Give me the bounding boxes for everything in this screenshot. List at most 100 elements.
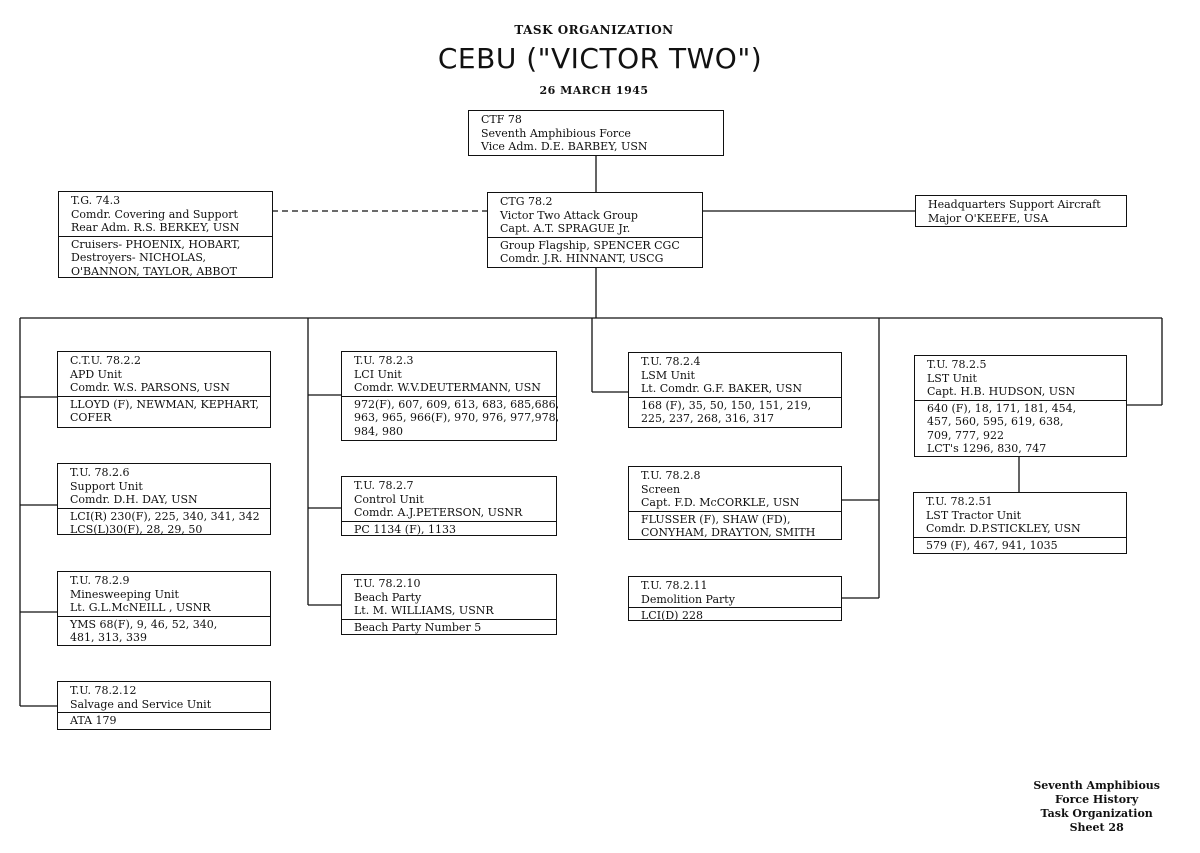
ships-line: 168 (F), 35, 50, 150, 151, 219, — [641, 398, 812, 412]
header-line: Capt. H.B. HUDSON, USN — [927, 385, 1076, 398]
header-line: Vice Adm. D.E. BARBEY, USN — [481, 140, 648, 153]
footer-line: Sheet 28 — [1069, 821, 1124, 834]
header-line: Seventh Amphibious Force — [481, 126, 631, 140]
page-title: CEBU ("VICTOR TWO") — [437, 42, 763, 75]
header-line: Minesweeping Unit — [70, 587, 179, 601]
header-line: T.U. 78.2.12 — [70, 684, 137, 697]
sheet-footer: Seventh Amphibious Force History Task Or… — [1033, 779, 1160, 835]
footer-line: Force History — [1055, 793, 1139, 806]
ships-line: CONYHAM, DRAYTON, SMITH — [641, 526, 816, 539]
ships-line: LCI(R) 230(F), 225, 340, 341, 342 — [70, 509, 260, 523]
task-organization-label: TASK ORGANIZATION — [514, 23, 674, 37]
unit-ships: Beach Party Number 5 — [342, 618, 556, 637]
header-line: Comdr. A.J.PETERSON, USNR — [354, 506, 523, 519]
footer-line: Seventh Amphibious — [1033, 779, 1160, 792]
header-line: C.T.U. 78.2.2 — [70, 354, 141, 367]
ships-line: O'BANNON, TAYLOR, ABBOT — [71, 264, 238, 278]
unit-ships: LLOYD (F), NEWMAN, KEPHART,COFER — [58, 395, 270, 427]
header-line: Salvage and Service Unit — [70, 697, 212, 711]
ships-line: PC 1134 (F), 1133 — [354, 522, 457, 536]
ships-line: 225, 237, 268, 316, 317 — [641, 412, 774, 425]
header-line: Lt. Comdr. G.F. BAKER, USN — [641, 382, 803, 395]
header-line: T.U. 78.2.8 — [641, 469, 701, 482]
ships-line: Group Flagship, SPENCER CGC — [500, 238, 680, 252]
header-line: Capt. F.D. McCORKLE, USN — [641, 496, 800, 509]
unit-ships: 972(F), 607, 609, 613, 683, 685,686,963,… — [342, 395, 560, 441]
header-line: Capt. A.T. SPRAGUE Jr. — [500, 222, 631, 235]
unit-ships: YMS 68(F), 9, 46, 52, 340,481, 313, 339 — [58, 615, 270, 647]
header-line: Rear Adm. R.S. BERKEY, USN — [71, 221, 240, 234]
header-line: Comdr. Covering and Support — [71, 207, 238, 221]
header-line: T.U. 78.2.9 — [70, 574, 130, 587]
ships-line: COFER — [70, 411, 112, 424]
date-label: 26 MARCH 1945 — [539, 84, 649, 97]
ships-line: LLOYD (F), NEWMAN, KEPHART, — [70, 397, 259, 411]
ships-line: 579 (F), 467, 941, 1035 — [926, 538, 1058, 552]
header-line: Demolition Party — [641, 592, 735, 606]
header-line: Comdr. D.H. DAY, USN — [70, 493, 198, 506]
unit-ships: PC 1134 (F), 1133 — [342, 520, 556, 539]
header-line: Major O'KEEFE, USA — [928, 211, 1049, 225]
ships-line: LCI(D) 228 — [641, 609, 703, 622]
header-line: T.U. 78.2.3 — [354, 354, 414, 367]
ships-line: 984, 980 — [354, 424, 403, 438]
header-line: Lt. G.L.McNEILL , USNR — [70, 601, 211, 614]
ships-line: 963, 965, 966(F), 970, 976, 977,978, — [354, 411, 560, 424]
header-line: LST Tractor Unit — [926, 508, 1022, 522]
footer-line: Task Organization — [1040, 807, 1153, 820]
header-line: Comdr. D.P.STICKLEY, USN — [926, 522, 1081, 535]
header-line: Lt. M. WILLIAMS, USNR — [354, 604, 494, 617]
ships-line: LCS(L)30(F), 28, 29, 50 — [70, 523, 203, 536]
unit-ships: LCI(D) 228 — [629, 607, 841, 625]
header-line: LST Unit — [927, 371, 977, 385]
header-line: T.U. 78.2.11 — [641, 579, 708, 592]
ships-line: FLUSSER (F), SHAW (FD), — [641, 512, 791, 526]
unit-ships: 168 (F), 35, 50, 150, 151, 219,225, 237,… — [629, 396, 841, 428]
header-line: T.U. 78.2.5 — [927, 358, 987, 371]
header-line: Control Unit — [354, 492, 424, 506]
unit-ships: 579 (F), 467, 941, 1035 — [914, 536, 1126, 555]
header-line: Beach Party — [354, 590, 422, 604]
header-line: T.G. 74.3 — [71, 194, 121, 207]
ships-line: 640 (F), 18, 171, 181, 454, — [927, 401, 1077, 415]
header-line: APD Unit — [70, 367, 122, 381]
header-line: T.U. 78.2.51 — [926, 495, 993, 508]
header-line: Headquarters Support Aircraft — [928, 198, 1101, 211]
ships-line: 457, 560, 595, 619, 638, — [927, 415, 1064, 428]
unit-ships: FLUSSER (F), SHAW (FD),CONYHAM, DRAYTON,… — [629, 510, 841, 542]
ships-line: LCT's 1296, 830, 747 — [927, 442, 1047, 455]
header-line: LCI Unit — [354, 367, 402, 381]
ships-line: YMS 68(F), 9, 46, 52, 340, — [70, 617, 218, 631]
ships-line: 481, 313, 339 — [70, 631, 147, 644]
ships-line: 709, 777, 922 — [927, 428, 1004, 442]
ships-line: 972(F), 607, 609, 613, 683, 685,686, — [354, 397, 560, 411]
ships-line: Beach Party Number 5 — [354, 620, 482, 634]
ships-line: ATA 179 — [70, 714, 117, 727]
